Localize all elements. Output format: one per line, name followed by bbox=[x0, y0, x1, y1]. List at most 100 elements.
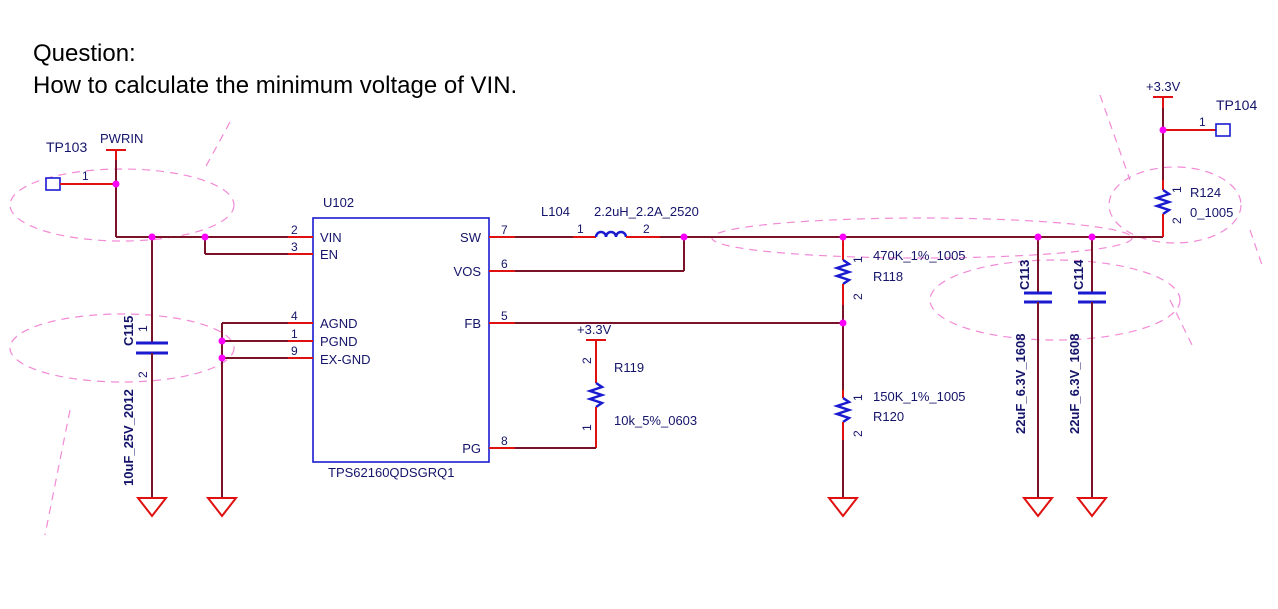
c115-ref: C115 bbox=[121, 316, 136, 346]
c114-ref: C114 bbox=[1071, 259, 1086, 290]
c114: C114 22uF_6.3V_1608 bbox=[1067, 237, 1109, 518]
c115-gnd-symbol bbox=[135, 497, 169, 518]
annotation-line bbox=[1099, 94, 1131, 181]
l104-coil bbox=[594, 230, 628, 238]
junctions bbox=[112, 126, 1167, 362]
c113-value: 22uF_6.3V_1608 bbox=[1013, 334, 1028, 434]
r124: +3.3V 1 2 R124 0_1005 bbox=[1146, 79, 1233, 237]
annotation-line bbox=[1249, 229, 1263, 266]
r119: +3.3V 2 1 R119 10k_5%_0603 bbox=[577, 322, 697, 448]
r120-gnd-symbol bbox=[826, 497, 860, 518]
pin-vos-number: 6 bbox=[501, 257, 508, 271]
c115-value: 10uF_25V_2012 bbox=[121, 389, 136, 486]
junction-dot bbox=[148, 233, 156, 241]
r120-pin1: 1 bbox=[851, 394, 865, 401]
junction-dot bbox=[1088, 233, 1096, 241]
pin-vos-name: VOS bbox=[454, 264, 482, 279]
r118: 1 2 470K_1%_1005 R118 bbox=[833, 237, 966, 305]
ground-bus bbox=[205, 322, 288, 518]
r119-pin1: 1 bbox=[580, 424, 594, 431]
c113-ref: C113 bbox=[1017, 260, 1032, 290]
junction-dot bbox=[112, 180, 120, 188]
tp103-label: TP103 bbox=[46, 139, 87, 155]
pin-pg-name: PG bbox=[462, 441, 481, 456]
l104-value: 2.2uH_2.2A_2520 bbox=[594, 204, 699, 219]
junction-dot bbox=[680, 233, 688, 241]
annotation-ellipse-pwrin bbox=[9, 168, 235, 242]
r124-zigzag bbox=[1153, 188, 1173, 216]
c114-gnd-symbol bbox=[1075, 497, 1109, 518]
annotation-ellipse-c115 bbox=[9, 313, 235, 383]
tp103-pad bbox=[45, 177, 61, 191]
tp103-pin-number: 1 bbox=[82, 169, 89, 183]
annotation-line bbox=[44, 409, 71, 536]
pin-sw-name: SW bbox=[460, 230, 482, 245]
r120-pin2: 2 bbox=[851, 430, 865, 437]
r120-value: 150K_1%_1005 bbox=[873, 389, 966, 404]
r119-ref: R119 bbox=[614, 360, 644, 375]
tp103-group: 1 TP103 PWRIN bbox=[45, 131, 143, 237]
c114-value: 22uF_6.3V_1608 bbox=[1067, 334, 1082, 434]
junction-dot bbox=[839, 233, 847, 241]
pin-vin-name: VIN bbox=[320, 230, 342, 245]
pin-exgnd-number: 9 bbox=[291, 344, 298, 358]
l104: 1 2 L104 2.2uH_2.2A_2520 bbox=[541, 204, 699, 238]
pin-en-number: 3 bbox=[291, 240, 298, 254]
tp104-group: 1 TP104 bbox=[1163, 97, 1257, 137]
annotation-ellipse-r124 bbox=[1108, 166, 1242, 244]
junction-dot bbox=[218, 337, 226, 345]
rail-3v3-label: +3.3V bbox=[1146, 79, 1181, 94]
pin-agnd-name: AGND bbox=[320, 316, 358, 331]
pin-exgnd-name: EX-GND bbox=[320, 352, 371, 367]
c115-group: 1 2 C115 10uF_25V_2012 bbox=[121, 237, 169, 518]
annotation-line bbox=[204, 121, 231, 169]
annotation-line bbox=[1169, 299, 1193, 346]
pin-pgnd-number: 1 bbox=[291, 327, 298, 341]
junction-dot bbox=[1159, 126, 1167, 134]
tp104-label: TP104 bbox=[1216, 97, 1257, 113]
r124-ref: R124 bbox=[1190, 185, 1221, 200]
question-heading: Question: bbox=[33, 40, 136, 67]
tp104-pad bbox=[1215, 123, 1231, 137]
r118-pin2: 2 bbox=[851, 293, 865, 300]
junction-dot bbox=[218, 354, 226, 362]
pin-en-name: EN bbox=[320, 247, 338, 262]
r119-rail-label: +3.3V bbox=[577, 322, 612, 337]
gnd-symbol-ic bbox=[205, 497, 239, 518]
l104-ref: L104 bbox=[541, 204, 570, 219]
r120: 1 2 150K_1%_1005 R120 bbox=[833, 389, 966, 440]
r118-ref: R118 bbox=[873, 269, 903, 284]
r124-pin2: 2 bbox=[1170, 217, 1184, 224]
pin-fb-number: 5 bbox=[501, 309, 508, 323]
pin-sw-number: 7 bbox=[501, 223, 508, 237]
u102-ref: U102 bbox=[323, 195, 354, 210]
u102-part: TPS62160QDSGRQ1 bbox=[328, 465, 454, 480]
pwrin-label: PWRIN bbox=[100, 131, 143, 146]
r119-value: 10k_5%_0603 bbox=[614, 413, 697, 428]
c113: C113 22uF_6.3V_1608 bbox=[1013, 237, 1055, 518]
junction-dot bbox=[1034, 233, 1042, 241]
c113-gnd-symbol bbox=[1021, 497, 1055, 518]
pin-pg-number: 8 bbox=[501, 434, 508, 448]
annotation-marks bbox=[9, 94, 1263, 536]
r118-zigzag bbox=[833, 258, 853, 286]
r120-zigzag bbox=[833, 396, 853, 424]
r124-value: 0_1005 bbox=[1190, 205, 1233, 220]
question-body: How to calculate the minimum voltage of … bbox=[33, 72, 518, 99]
pin-pgnd-name: PGND bbox=[320, 334, 358, 349]
r119-zigzag bbox=[586, 381, 606, 409]
u102: U102 TPS62160QDSGRQ1 2 3 4 1 9 VIN EN AG… bbox=[288, 195, 515, 480]
r119-pin2: 2 bbox=[580, 357, 594, 364]
l104-pin2: 2 bbox=[643, 222, 650, 236]
pin-agnd-number: 4 bbox=[291, 309, 298, 323]
junction-dot bbox=[839, 319, 847, 327]
c115-pin1: 1 bbox=[136, 325, 150, 332]
r118-value: 470K_1%_1005 bbox=[873, 248, 966, 263]
tp104-pin-number: 1 bbox=[1199, 115, 1206, 129]
pin-fb-name: FB bbox=[464, 316, 481, 331]
r118-pin1: 1 bbox=[851, 256, 865, 263]
r124-pin1: 1 bbox=[1170, 186, 1184, 193]
annotation-ellipse-outcaps bbox=[929, 259, 1181, 341]
r120-ref: R120 bbox=[873, 409, 904, 424]
